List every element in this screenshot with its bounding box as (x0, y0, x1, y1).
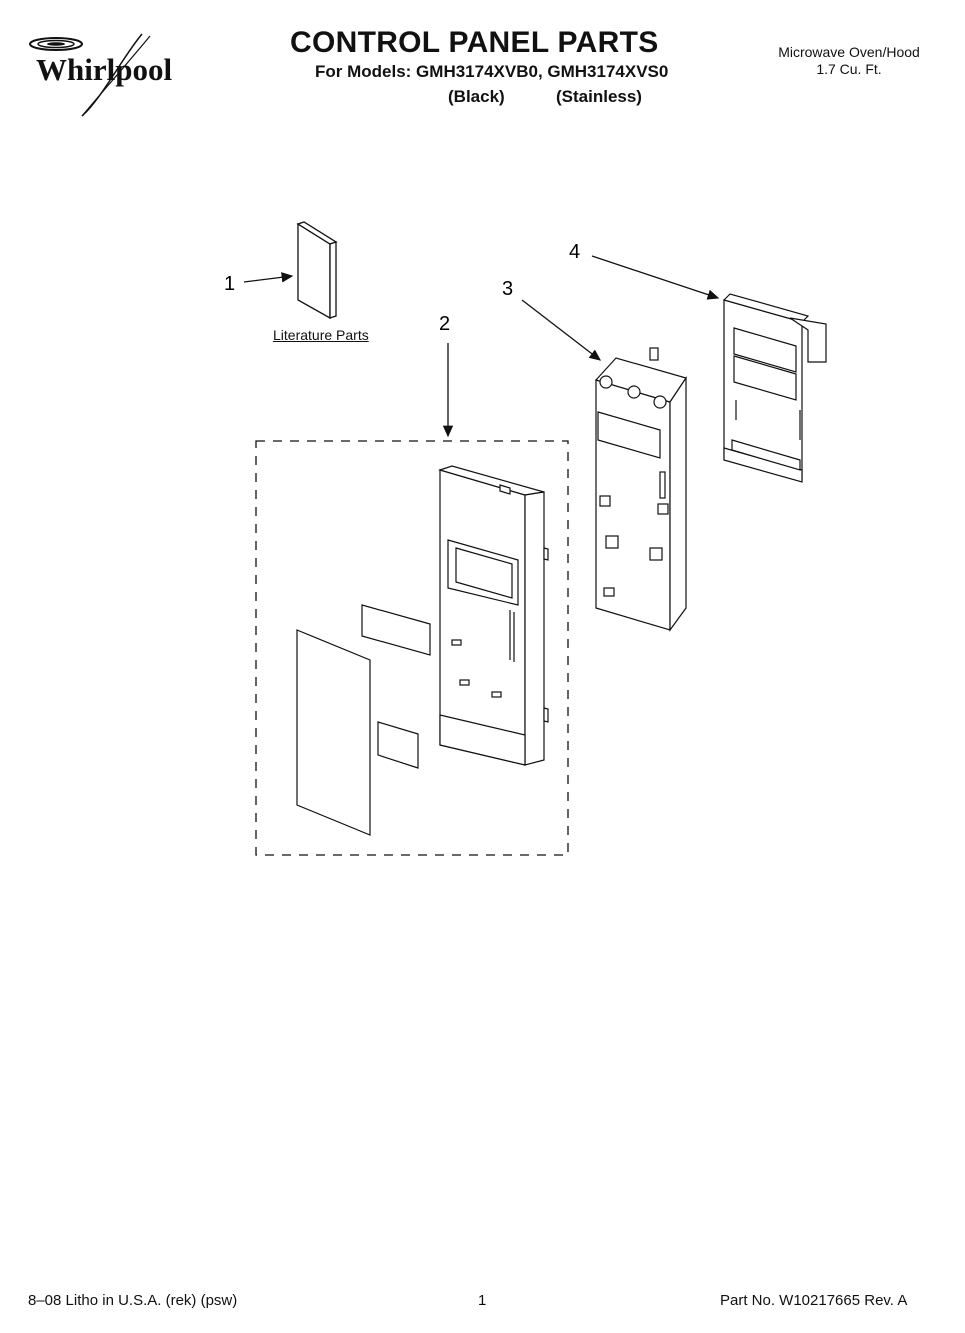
assembly-boundary (255, 440, 569, 856)
leader-arrow-1 (243, 272, 294, 283)
callout-3: 3 (502, 278, 513, 300)
leader-arrow-3 (521, 299, 602, 361)
print-info: 8–08 Litho in U.S.A. (rek) (psw) (28, 1292, 238, 1309)
part-number: Part No. W10217665 Rev. A (720, 1292, 908, 1309)
product-type: Microwave Oven/Hood (778, 44, 920, 60)
variant-stainless-label: (Stainless) (556, 87, 642, 106)
whirlpool-logo: Whirlpool (29, 33, 172, 117)
literature-parts-label: Literature Parts (273, 327, 369, 343)
part-control-panel-assembly (296, 465, 549, 836)
callout-2: 2 (439, 313, 450, 335)
product-capacity: 1.7 Cu. Ft. (816, 61, 882, 77)
variant-black-label: (Black) (448, 87, 505, 106)
page-title: CONTROL PANEL PARTS (290, 26, 659, 59)
svg-text:Whirlpool: Whirlpool (36, 52, 172, 87)
models-line: For Models: GMH3174XVB0, GMH3174XVS0 (315, 62, 669, 81)
callout-1: 1 (224, 273, 235, 295)
product-info: Microwave Oven/Hood 1.7 Cu. Ft. (760, 44, 938, 78)
callout-4: 4 (569, 241, 580, 263)
part-control-bracket (594, 347, 687, 632)
part-literature-booklet (296, 221, 338, 320)
page-number: 1 (478, 1292, 487, 1309)
part-electronic-control-board (722, 293, 827, 483)
leader-arrow-4 (591, 255, 720, 300)
